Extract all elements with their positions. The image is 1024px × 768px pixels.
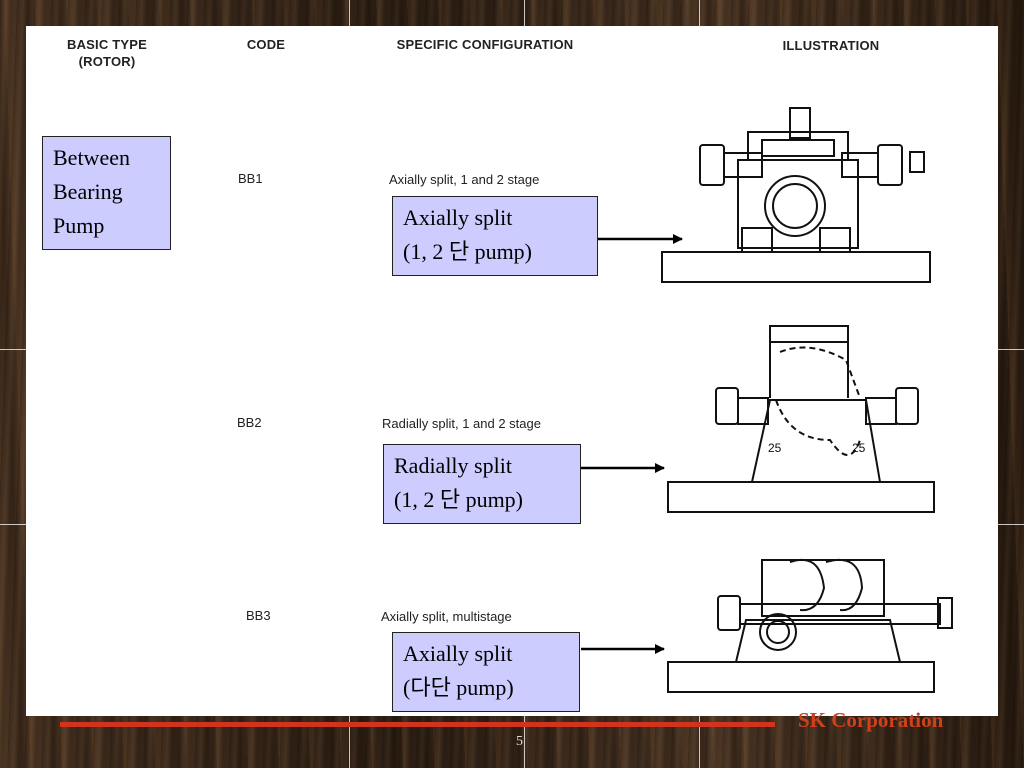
code-bb1: BB1 xyxy=(238,171,263,186)
callout-bb3-line-2: (다단 pump) xyxy=(403,675,514,700)
callout-bb1-line-2: (1, 2 단 pump) xyxy=(403,239,533,264)
header-code: CODE xyxy=(246,37,286,52)
header-basic-type: BASIC TYPE (ROTOR) xyxy=(52,36,162,70)
callout-bb1: Axially split (1, 2 단 pump) xyxy=(392,196,598,276)
slide-panel: BASIC TYPE (ROTOR) CODE SPECIFIC CONFIGU… xyxy=(26,26,998,716)
header-basic-type-sub: (ROTOR) xyxy=(78,54,136,69)
header-illustration: ILLUSTRATION xyxy=(782,38,880,53)
svg-text:25: 25 xyxy=(852,441,866,455)
company-name: SK Corporation xyxy=(798,708,944,732)
between-bearing-pump-label: Between Bearing Pump xyxy=(42,136,171,250)
radially-split-pump-drawing-icon: 25 25 xyxy=(667,325,935,513)
category-line-1: Between xyxy=(53,145,130,170)
callout-bb3: Axially split (다단 pump) xyxy=(392,632,580,712)
page-number: 5 xyxy=(516,734,523,749)
header-basic-type-label: BASIC TYPE xyxy=(66,37,147,52)
config-bb2: Radially split, 1 and 2 stage xyxy=(382,416,541,431)
header-specific-configuration: SPECIFIC CONFIGURATION xyxy=(396,37,574,52)
multistage-pump-drawing-icon xyxy=(667,558,953,693)
config-bb3: Axially split, multistage xyxy=(381,609,512,624)
config-bb1: Axially split, 1 and 2 stage xyxy=(389,172,540,187)
code-bb3: BB3 xyxy=(246,608,271,623)
callout-bb1-line-1: Axially split xyxy=(403,205,513,230)
svg-text:25: 25 xyxy=(768,441,782,455)
callout-bb2-line-2: (1, 2 단 pump) xyxy=(394,487,524,512)
category-line-3: Pump xyxy=(53,213,105,238)
footer-accent-line xyxy=(60,722,775,727)
code-bb2: BB2 xyxy=(237,415,262,430)
axially-split-pump-drawing-icon xyxy=(661,107,931,283)
callout-bb2-line-1: Radially split xyxy=(394,453,512,478)
callout-bb3-line-1: Axially split xyxy=(403,641,513,666)
category-line-2: Bearing xyxy=(53,179,123,204)
callout-bb2: Radially split (1, 2 단 pump) xyxy=(383,444,581,524)
